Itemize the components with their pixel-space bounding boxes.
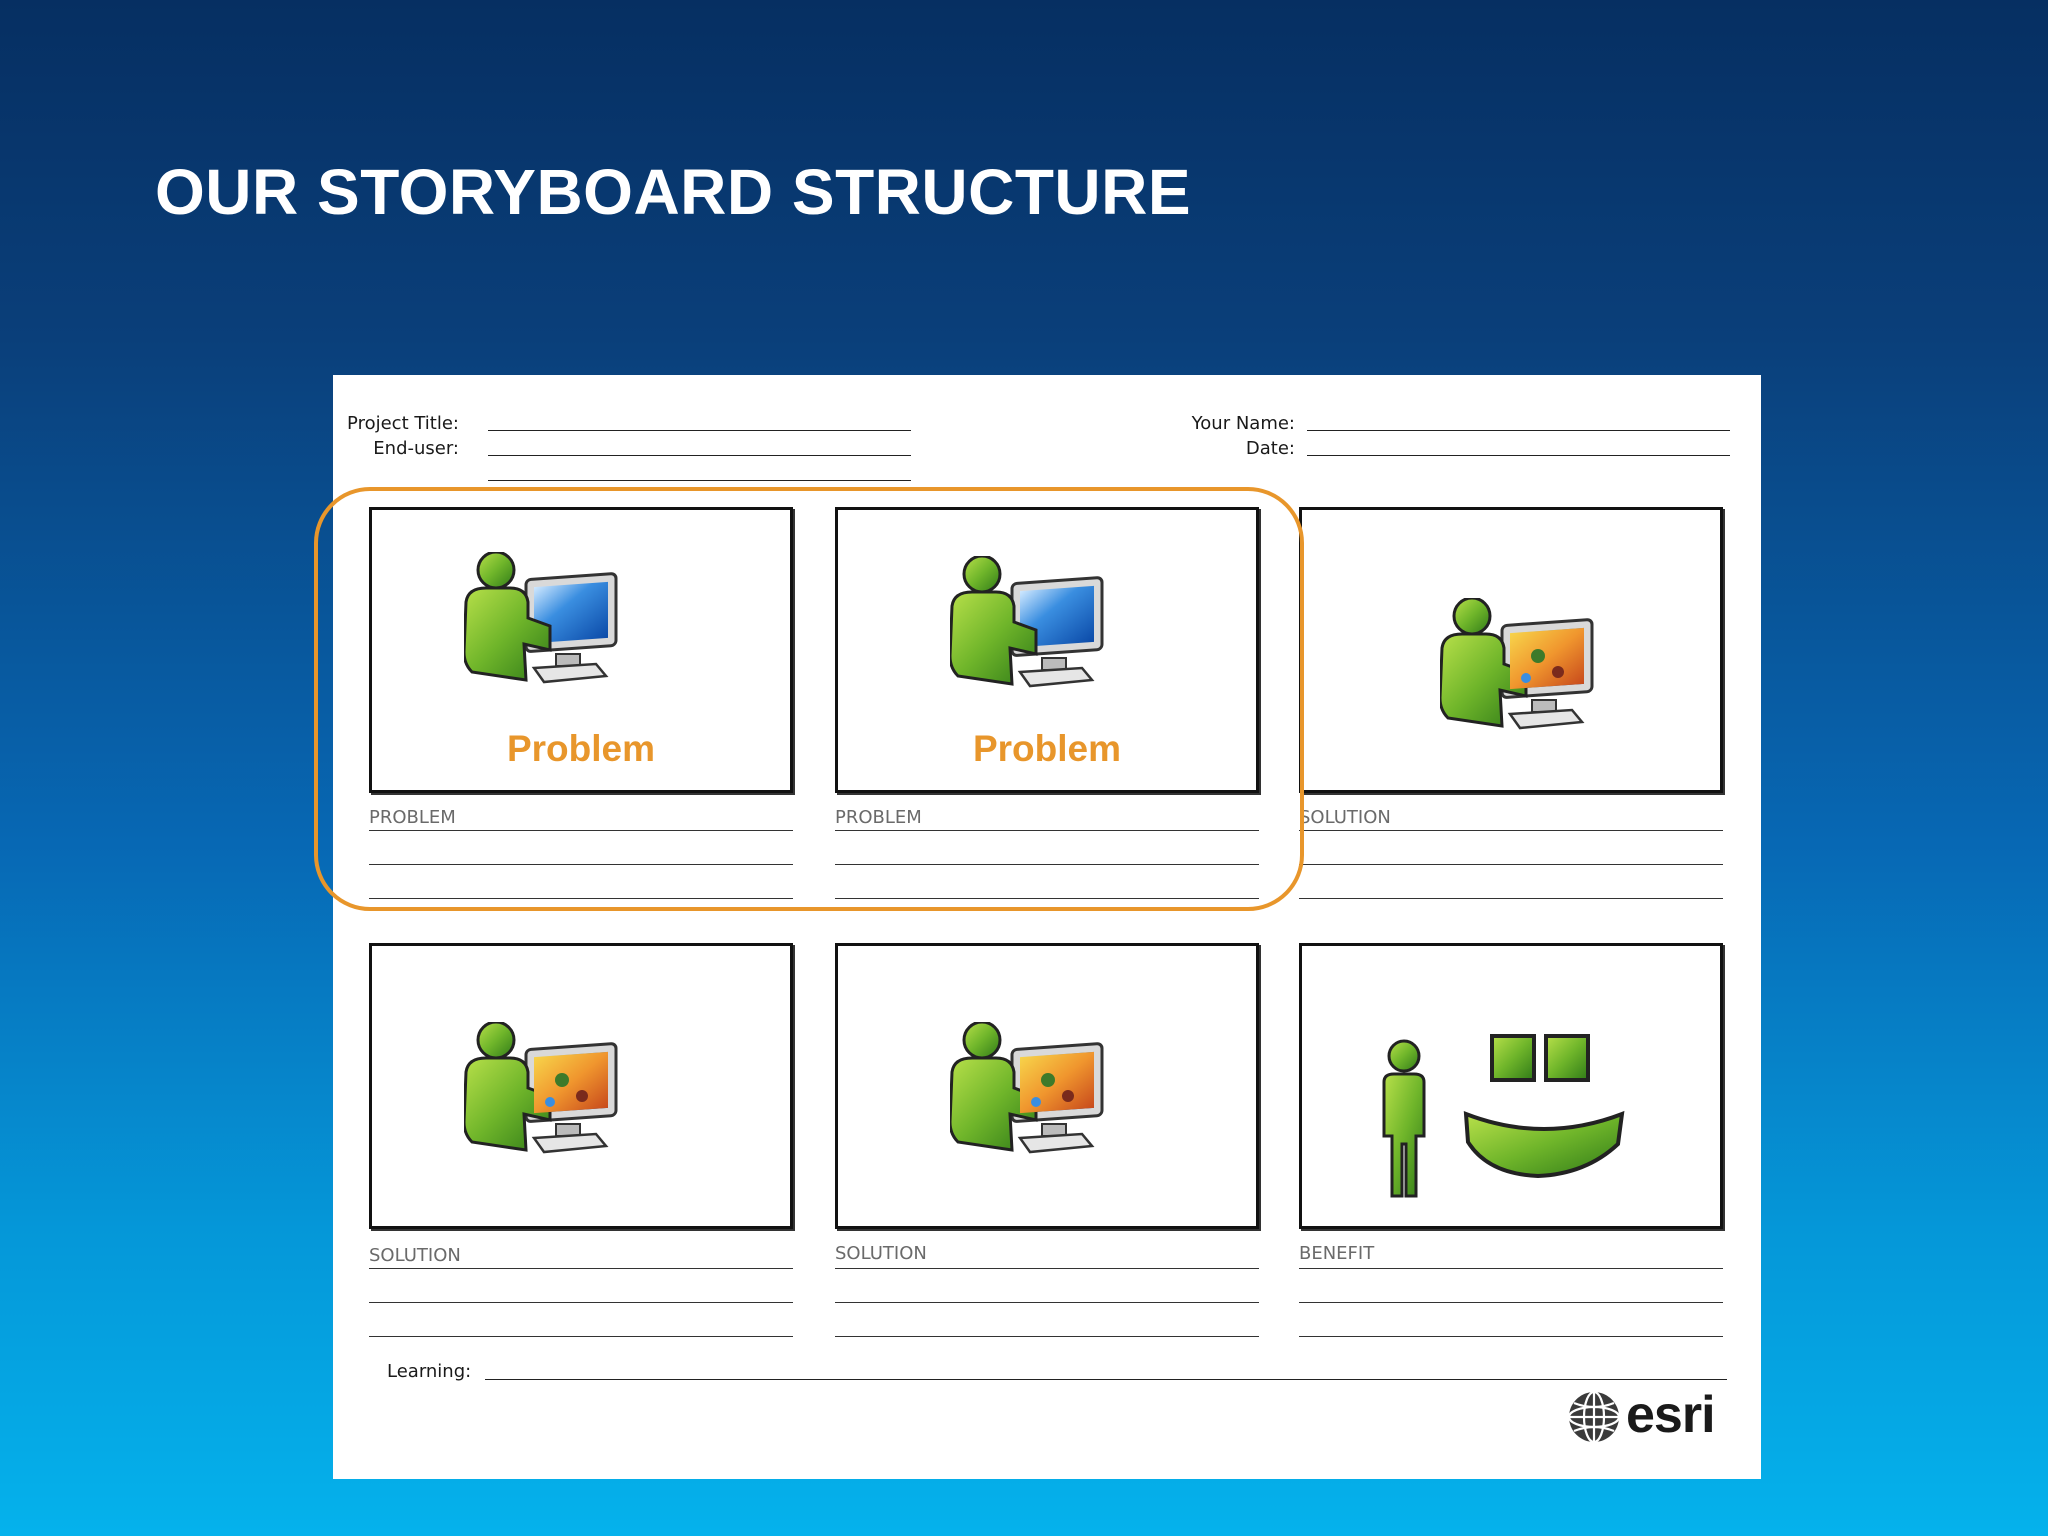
notes-line[interactable] bbox=[369, 898, 793, 899]
notes-line[interactable] bbox=[369, 1302, 793, 1303]
section-label-solution: SOLUTION bbox=[1299, 807, 1391, 828]
notes-line[interactable] bbox=[1299, 898, 1723, 899]
notes-line[interactable] bbox=[835, 864, 1259, 865]
panel-caption: Problem bbox=[972, 728, 1122, 769]
storyboard-panel-6 bbox=[1299, 943, 1723, 1229]
problem-highlight-outline bbox=[314, 487, 1304, 911]
notes-line[interactable] bbox=[835, 898, 1259, 899]
person-at-map-computer-icon bbox=[464, 1022, 618, 1154]
storyboard-panel-5 bbox=[835, 943, 1259, 1229]
storyboard-worksheet: Project Title: End-user: Your Name: Date… bbox=[314, 375, 1761, 1479]
storyboard-panel-4 bbox=[369, 943, 793, 1229]
end-user-field[interactable] bbox=[488, 455, 911, 456]
notes-line[interactable] bbox=[1299, 1336, 1723, 1337]
notes-line[interactable] bbox=[1299, 1302, 1723, 1303]
section-label-solution: SOLUTION bbox=[835, 1243, 927, 1264]
notes-line[interactable] bbox=[835, 1336, 1259, 1337]
date-field[interactable] bbox=[1307, 455, 1730, 456]
notes-line[interactable] bbox=[835, 830, 1259, 831]
notes-line[interactable] bbox=[369, 1336, 793, 1337]
date-label: Date: bbox=[1245, 438, 1295, 459]
your-name-field[interactable] bbox=[1307, 430, 1730, 431]
notes-line[interactable] bbox=[1299, 830, 1723, 831]
section-label-benefit: BENEFIT bbox=[1299, 1243, 1375, 1264]
esri-globe-icon bbox=[1567, 1390, 1621, 1444]
section-label-problem: PROBLEM bbox=[835, 807, 922, 828]
notes-line[interactable] bbox=[1299, 864, 1723, 865]
esri-logo-text: esri bbox=[1626, 1386, 1716, 1444]
person-at-map-computer-icon bbox=[950, 1022, 1104, 1154]
storyboard-panel-3 bbox=[1299, 507, 1723, 793]
slide-title: OUR STORYBOARD STRUCTURE bbox=[155, 156, 1192, 228]
section-label-solution: SOLUTION bbox=[369, 1245, 461, 1266]
storyboard-panel-2: Problem bbox=[835, 507, 1259, 793]
notes-line[interactable] bbox=[835, 1302, 1259, 1303]
panel-caption: Problem bbox=[506, 728, 656, 769]
project-title-field[interactable] bbox=[488, 430, 911, 431]
project-title-label: Project Title: bbox=[347, 413, 459, 434]
notes-line[interactable] bbox=[1299, 1268, 1723, 1269]
end-user-field-extra-line[interactable] bbox=[488, 480, 911, 481]
learning-field[interactable] bbox=[485, 1379, 1727, 1380]
storyboard-panel-1: Problem bbox=[369, 507, 793, 793]
learning-label: Learning: bbox=[387, 1361, 472, 1382]
notes-line[interactable] bbox=[369, 864, 793, 865]
person-at-map-computer-icon bbox=[1440, 598, 1594, 730]
notes-line[interactable] bbox=[369, 1268, 793, 1269]
your-name-label: Your Name: bbox=[1191, 413, 1295, 434]
person-with-smiley-icon bbox=[1382, 1034, 1625, 1198]
notes-line[interactable] bbox=[835, 1268, 1259, 1269]
notes-line[interactable] bbox=[369, 830, 793, 831]
end-user-label: End-user: bbox=[373, 438, 459, 459]
section-label-problem: PROBLEM bbox=[369, 807, 456, 828]
